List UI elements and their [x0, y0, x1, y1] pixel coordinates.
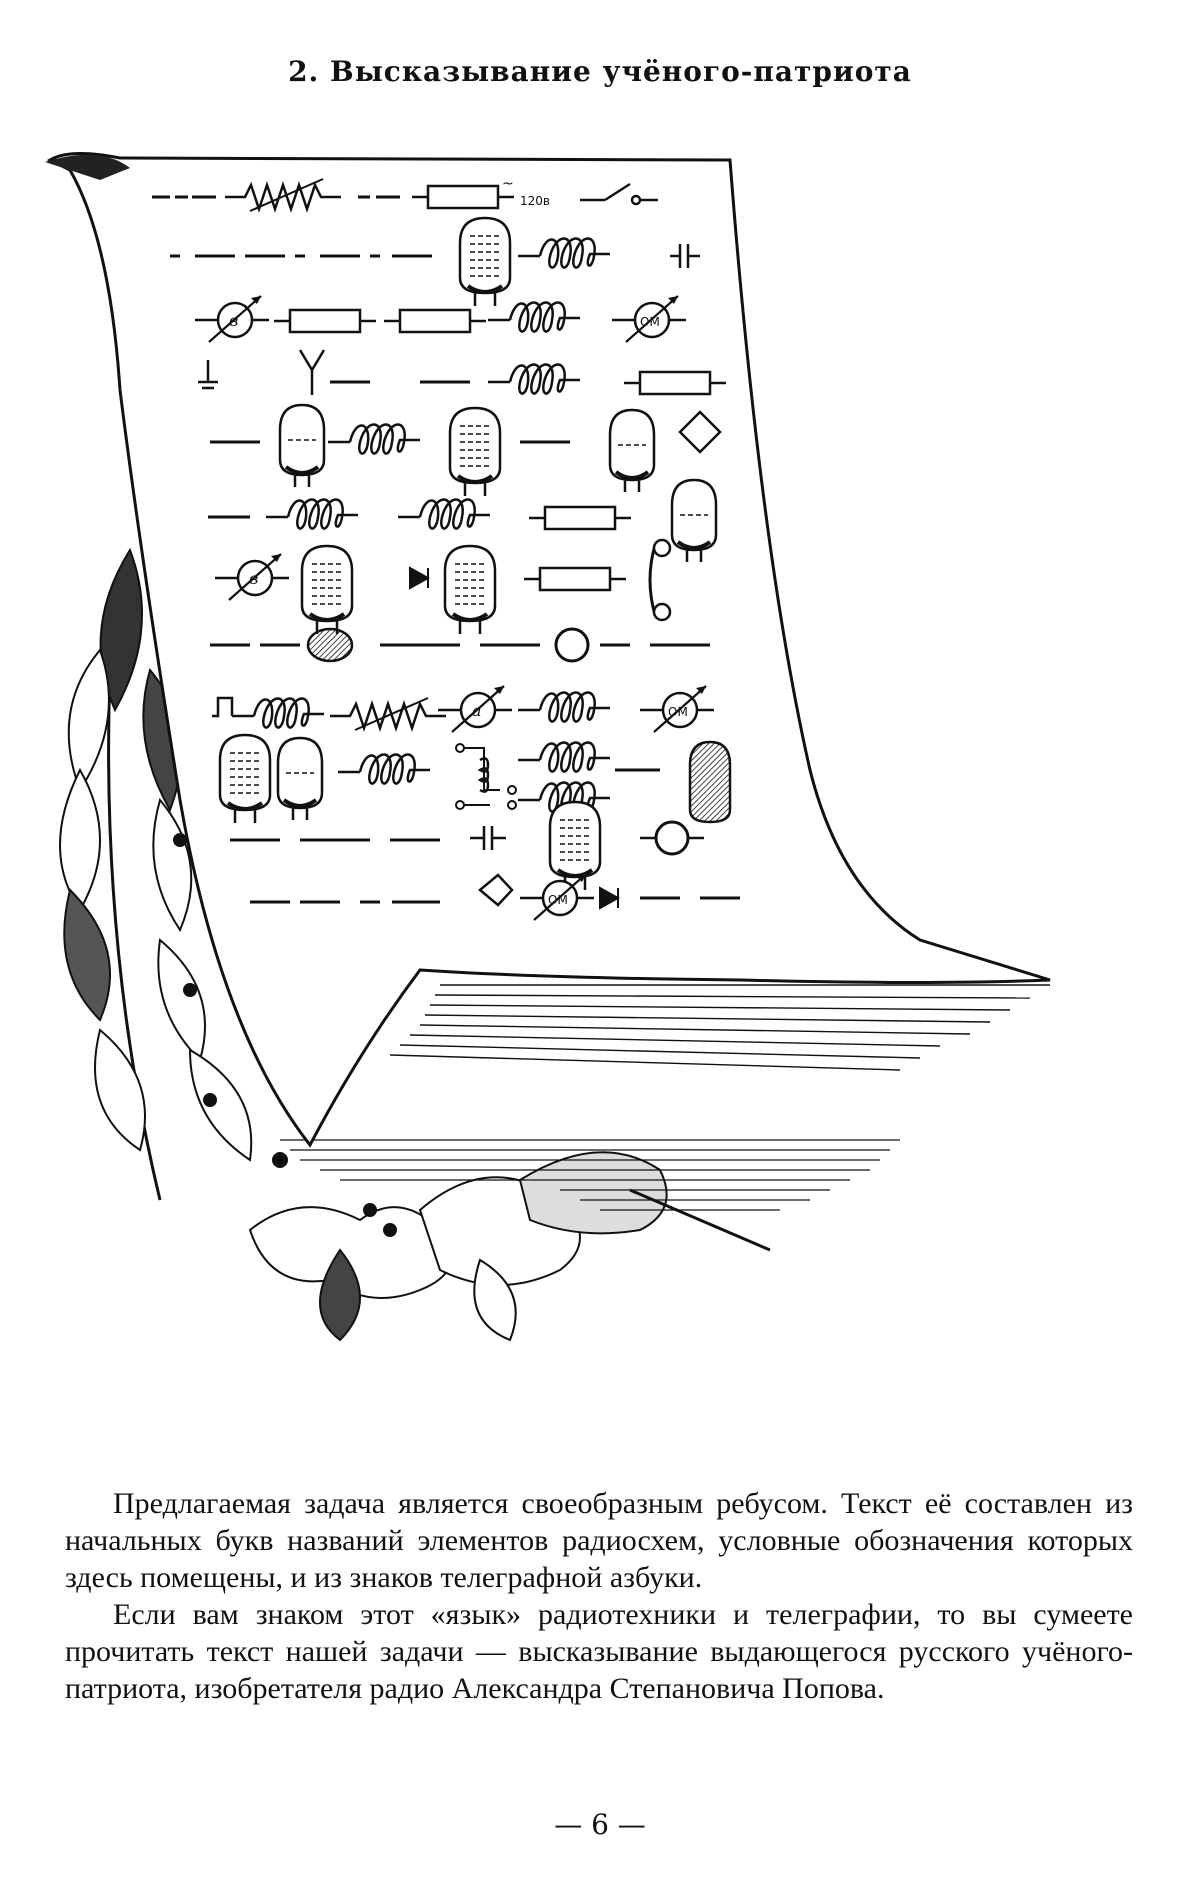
rebus-row-8	[210, 627, 710, 663]
rebus-row-11	[230, 800, 704, 892]
svg-text:в: в	[249, 569, 258, 588]
rebus-row-2	[170, 216, 700, 308]
rebus-row-6	[208, 478, 718, 564]
rebus-row-9: а ОМ	[212, 684, 716, 734]
svg-text:ОМ: ОМ	[640, 315, 660, 329]
rebus-row-4	[198, 349, 728, 396]
svg-text:~: ~	[502, 176, 514, 192]
rebus-row-1: 120в ~	[152, 176, 658, 213]
svg-text:а: а	[472, 701, 482, 720]
rebus-illustration: 120в ~ в ОМ	[40, 150, 1120, 1400]
body-text: Предлагаемая задача является своеобразны…	[65, 1485, 1133, 1707]
svg-text:ОМ: ОМ	[548, 893, 568, 907]
rebus-row-7: в	[213, 538, 672, 636]
page-number: — 6 —	[554, 1808, 646, 1841]
rebus-row-5	[210, 403, 722, 498]
scroll-sheet	[46, 151, 1051, 1148]
paragraph-2: Если вам знаком этот «язык» радиотехники…	[65, 1598, 1133, 1705]
laurel-branch	[59, 547, 771, 1342]
rebus-row-3: в ОМ	[193, 294, 688, 344]
svg-text:в: в	[229, 311, 238, 330]
rebus-row-10	[218, 733, 732, 825]
page-title: 2. Высказывание учёного-патриота	[288, 55, 912, 88]
voltage-label: 120в	[520, 194, 550, 208]
svg-text:ОМ: ОМ	[668, 705, 688, 719]
paragraph-1: Предлагаемая задача является своеобразны…	[65, 1487, 1133, 1594]
rebus-row-12: ОМ	[250, 872, 740, 922]
